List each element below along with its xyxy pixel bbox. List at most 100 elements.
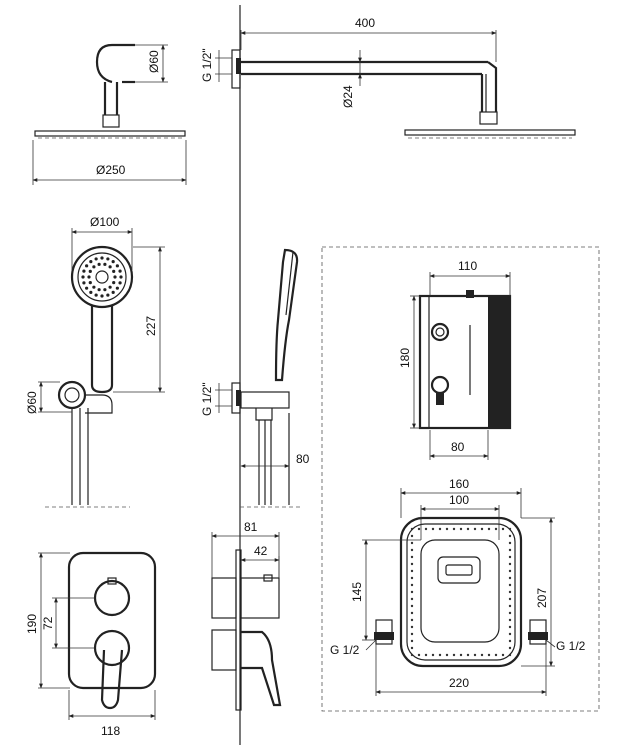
- ring-dot: [508, 548, 512, 552]
- nozzle-dot: [108, 285, 112, 289]
- ring-dot: [508, 604, 512, 608]
- ring-dot: [452, 527, 456, 531]
- nozzle-dot: [115, 264, 119, 268]
- dim-72: 72: [41, 597, 95, 649]
- install-body-side: [418, 290, 512, 430]
- ring-dot: [473, 653, 477, 657]
- dim-400: 400: [240, 16, 497, 62]
- dim-d250: Ø250: [32, 140, 187, 185]
- hand-shower-nozzle-ring: [81, 256, 123, 298]
- ring-dot: [410, 625, 414, 629]
- ring-dot: [494, 653, 498, 657]
- mixer-plate-front: [67, 551, 157, 710]
- ring-dot: [410, 653, 414, 657]
- dim-d60-mid: Ø60: [25, 381, 72, 414]
- ring-dot: [473, 527, 477, 531]
- ring-dot: [410, 527, 414, 531]
- ring-dot: [410, 583, 414, 587]
- label-400: 400: [355, 16, 375, 30]
- nozzle-dot: [100, 294, 104, 298]
- label-g12-top: G 1/2": [200, 48, 214, 82]
- ring-dot: [508, 639, 512, 643]
- ring-dot: [410, 611, 414, 615]
- label-145: 145: [350, 582, 364, 602]
- label-207: 207: [535, 588, 549, 608]
- nozzle-dot: [112, 269, 116, 273]
- label-d24: Ø24: [341, 85, 355, 108]
- nozzle-dot: [92, 265, 96, 269]
- mixer-side-view: [211, 549, 282, 711]
- ring-dot: [410, 618, 414, 622]
- dim-160: 160: [400, 477, 522, 518]
- nozzle-dot: [106, 293, 110, 297]
- ring-dot: [508, 569, 512, 573]
- ring-dot: [508, 597, 512, 601]
- ring-dot: [466, 527, 470, 531]
- nozzle-dot: [100, 256, 104, 260]
- label-d60-mid: Ø60: [25, 391, 39, 414]
- nozzle-dot: [85, 264, 89, 268]
- nozzle-dot: [112, 281, 116, 285]
- dim-g12-right: G 1/2: [545, 639, 586, 653]
- ring-dot: [508, 646, 512, 650]
- shower-head-side-view: [34, 43, 186, 139]
- ring-dot: [508, 555, 512, 559]
- ring-dot: [438, 527, 442, 531]
- ring-dot: [508, 583, 512, 587]
- label-d250: Ø250: [96, 163, 126, 177]
- dim-180: 180: [398, 295, 420, 429]
- ring-dot: [410, 646, 414, 650]
- ring-dot: [452, 653, 456, 657]
- hand-shower-front: [45, 245, 134, 508]
- dim-220: 220: [375, 644, 547, 696]
- hand-shower-side: [231, 248, 300, 508]
- dim-g12-mid: G 1/2": [200, 382, 232, 416]
- ring-dot: [508, 590, 512, 594]
- ring-dot: [501, 527, 505, 531]
- ring-dot: [508, 527, 512, 531]
- label-g12-left: G 1/2: [330, 643, 360, 657]
- nozzle-dot: [82, 281, 86, 285]
- nozzle-dot: [89, 290, 93, 294]
- nozzle-dot: [97, 288, 101, 292]
- ring-dot: [410, 632, 414, 636]
- label-g12-mid: G 1/2": [200, 382, 214, 416]
- nozzle-dot: [82, 269, 86, 273]
- dim-100: 100: [420, 493, 500, 540]
- ring-dot: [424, 527, 428, 531]
- dim-d24: Ø24: [341, 50, 362, 108]
- dim-g12-top: G 1/2": [200, 48, 232, 82]
- label-190: 190: [25, 614, 39, 634]
- ring-dot: [410, 569, 414, 573]
- dim-42: 42: [240, 544, 280, 578]
- nozzle-dot: [89, 260, 93, 264]
- ring-dot: [466, 653, 470, 657]
- label-80-box: 80: [451, 440, 465, 454]
- install-body-frame: [321, 246, 600, 712]
- ring-dot: [508, 534, 512, 538]
- install-body-dot-ring: [410, 527, 512, 657]
- ring-dot: [410, 534, 414, 538]
- ring-dot: [417, 653, 421, 657]
- ring-dot: [417, 527, 421, 531]
- nozzle-dot: [97, 262, 101, 266]
- nozzle-dot: [94, 257, 98, 261]
- label-g12-right: G 1/2: [556, 639, 586, 653]
- ring-dot: [410, 548, 414, 552]
- label-80-mid: 80: [296, 452, 310, 466]
- dim-d100: Ø100: [71, 215, 133, 270]
- label-227: 227: [144, 316, 158, 336]
- ring-dot: [508, 562, 512, 566]
- label-180: 180: [398, 348, 412, 368]
- ring-dot: [431, 653, 435, 657]
- ring-dot: [487, 527, 491, 531]
- ring-dot: [445, 653, 449, 657]
- nozzle-dot: [108, 265, 112, 269]
- nozzle-dot: [85, 286, 89, 290]
- ring-dot: [410, 639, 414, 643]
- ring-dot: [410, 576, 414, 580]
- nozzle-dot: [81, 275, 85, 279]
- ring-dot: [410, 555, 414, 559]
- ring-dot: [508, 632, 512, 636]
